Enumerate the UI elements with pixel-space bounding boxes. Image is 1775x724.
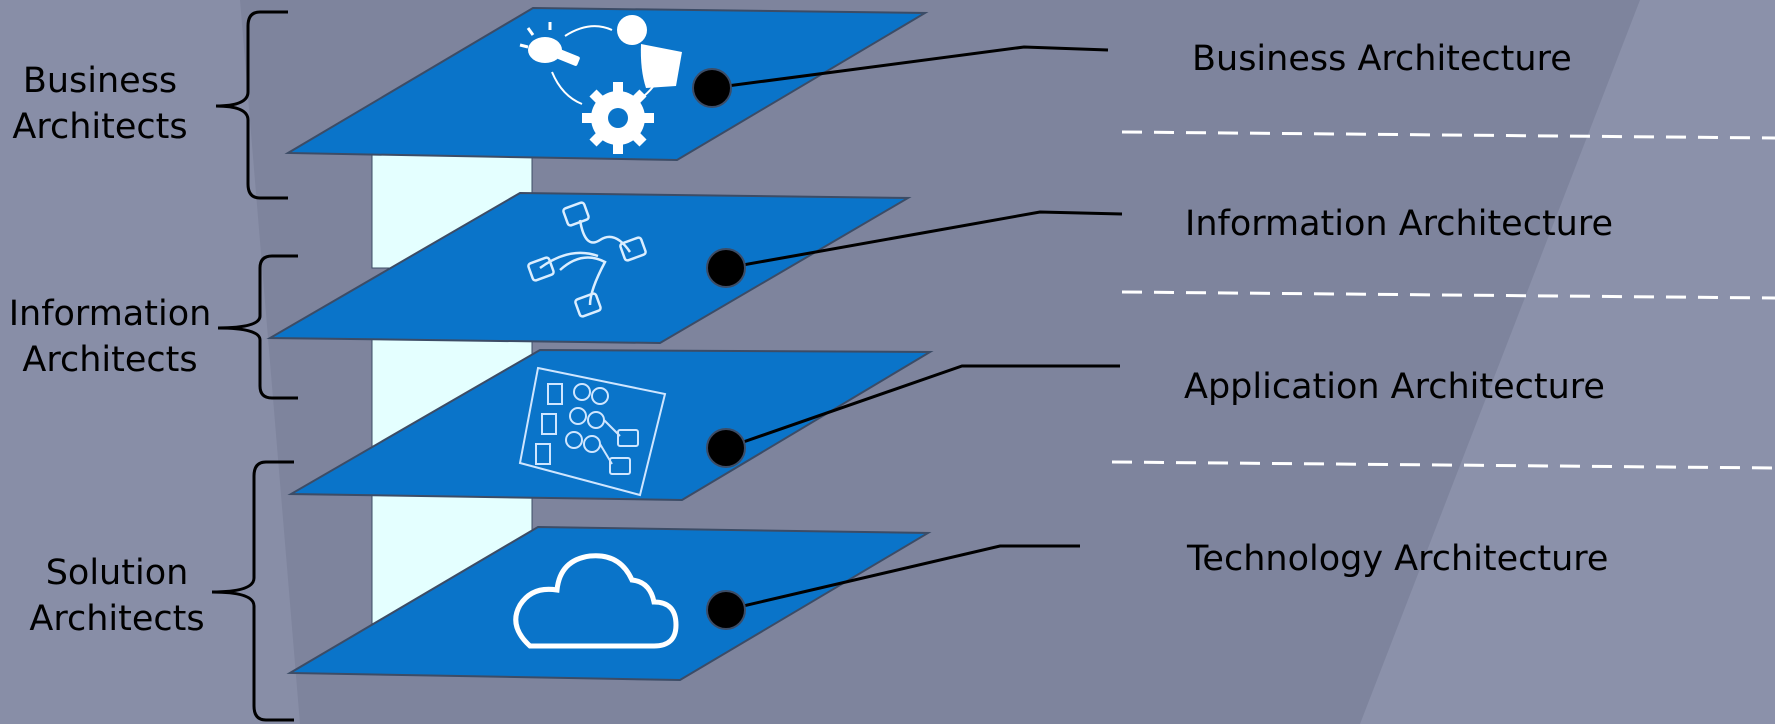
- callout-dot-information: [706, 248, 746, 288]
- background-wedge-left: [0, 0, 300, 724]
- layer-label-technology: Technology Architecture: [1187, 539, 1609, 579]
- plane-technology: [286, 525, 932, 682]
- cloud-icon: [513, 553, 679, 649]
- callout-dot-business: [692, 68, 732, 108]
- idea-person-gear-cycle-icon: [519, 15, 682, 154]
- plane-business: [284, 6, 929, 162]
- divider-1: [1121, 130, 1775, 140]
- divider-3: [1111, 460, 1775, 470]
- callout-line-business: [711, 45, 1109, 90]
- connected-nodes-icon: [527, 201, 647, 318]
- layer-label-application: Application Architecture: [1184, 367, 1605, 407]
- callout-dot-application: [706, 428, 746, 468]
- background-wedge-right: [1360, 0, 1775, 724]
- plane-application: [287, 348, 934, 502]
- callout-line-information: [725, 210, 1123, 270]
- brace-information-architects: [217, 254, 298, 400]
- brace-solution-architects: [211, 460, 294, 722]
- layer-label-information: Information Architecture: [1185, 204, 1613, 244]
- brace-business-architects: [215, 10, 288, 200]
- application-blueprint-icon: [518, 366, 667, 497]
- callout-line-technology: [725, 544, 1080, 612]
- callout-dot-technology: [706, 590, 746, 630]
- divider-2: [1121, 290, 1775, 300]
- callout-line-application: [725, 364, 1120, 450]
- plane-information: [266, 191, 912, 345]
- layer-label-business: Business Architecture: [1192, 39, 1572, 79]
